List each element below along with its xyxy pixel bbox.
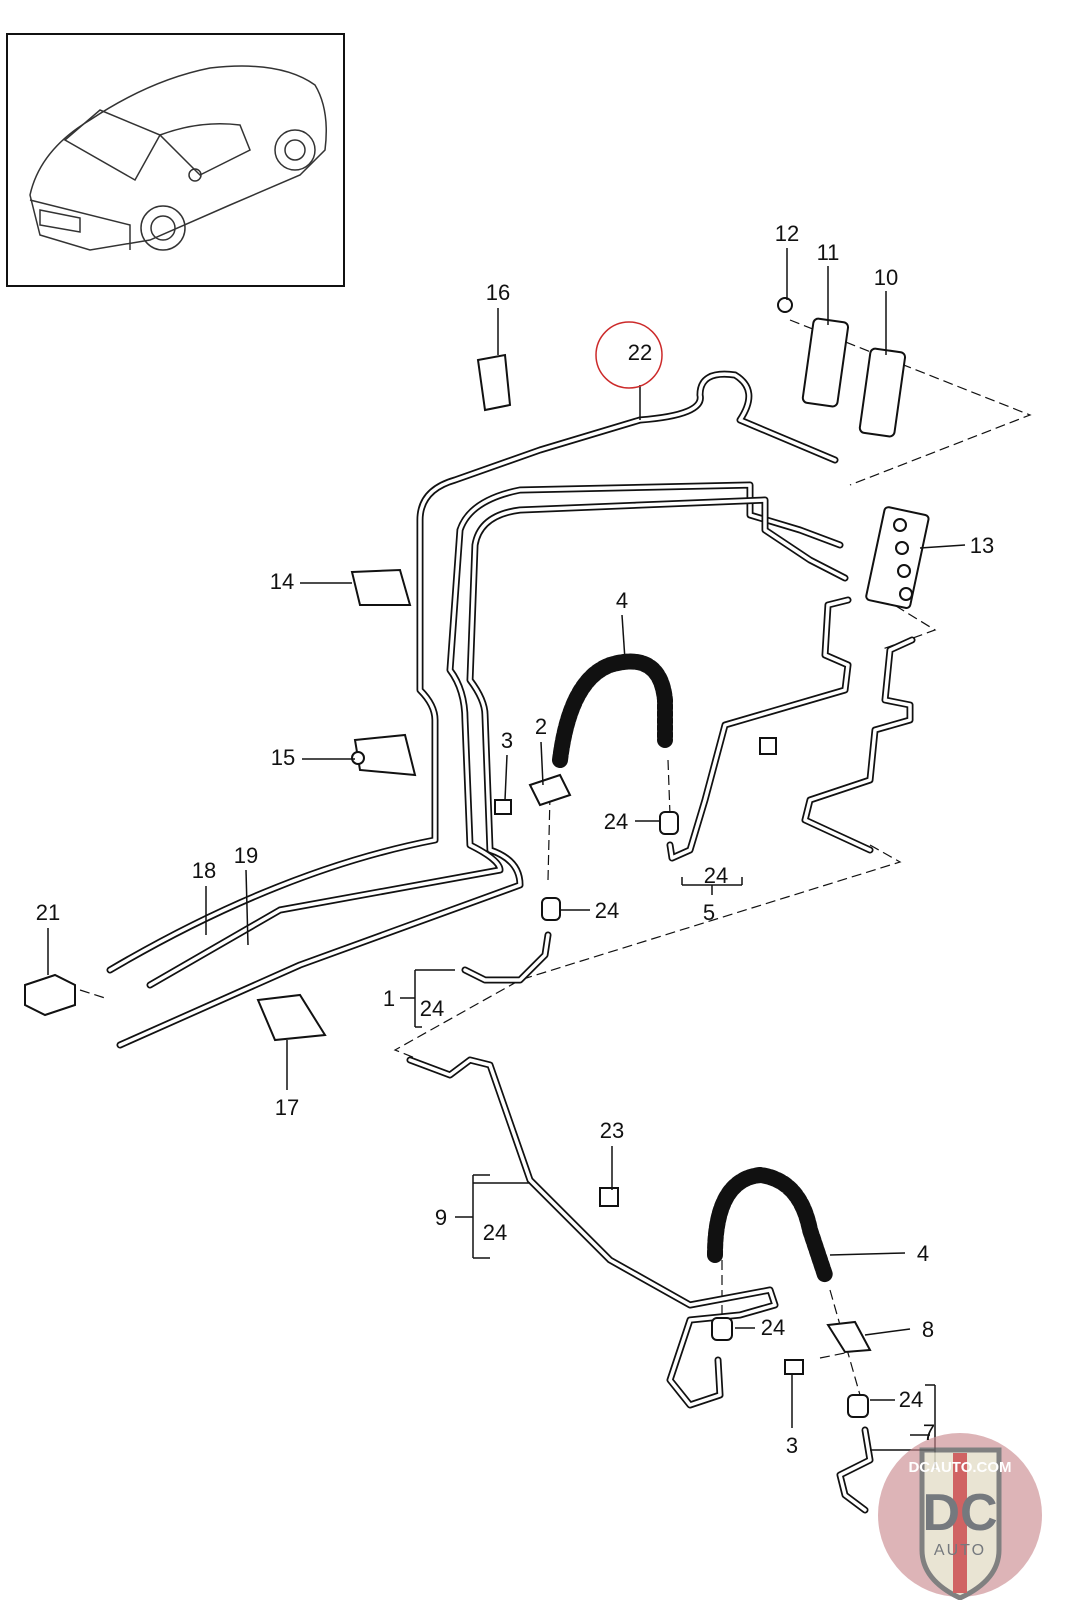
callout-24[interactable]: 24: [704, 863, 728, 888]
leader-lines: [47, 248, 966, 1470]
watermark-word: AUTO: [934, 1542, 986, 1559]
vehicle-thumbnail: [6, 33, 345, 287]
assembly-guide-lines: [79, 319, 1032, 1396]
callout-24[interactable]: 24: [595, 898, 619, 923]
gasket-10: [858, 347, 907, 438]
bolt-3: [494, 799, 512, 815]
callout-24[interactable]: 24: [420, 996, 444, 1021]
nut-12: [777, 297, 793, 313]
callout-16[interactable]: 16: [486, 280, 510, 305]
clip-14: [350, 568, 412, 606]
callout-2[interactable]: 2: [535, 714, 547, 739]
callout-3[interactable]: 3: [501, 728, 513, 753]
callout-23[interactable]: 23: [600, 1118, 624, 1143]
callout-24[interactable]: 24: [761, 1315, 785, 1340]
callout-15[interactable]: 15: [271, 745, 295, 770]
callout-18[interactable]: 18: [192, 858, 216, 883]
callout-5[interactable]: 5: [703, 900, 715, 925]
callout-24[interactable]: 24: [483, 1220, 507, 1245]
callout-9[interactable]: 9: [435, 1205, 447, 1230]
watermark-letters: DC: [922, 1484, 997, 1542]
callout-4[interactable]: 4: [616, 588, 628, 613]
callout-24[interactable]: 24: [899, 1387, 923, 1412]
callout-12[interactable]: 12: [775, 221, 799, 246]
callout-24[interactable]: 24: [604, 809, 628, 834]
bracket-8: [826, 1320, 872, 1354]
callout-1[interactable]: 1: [383, 986, 395, 1011]
clip-17: [256, 993, 327, 1042]
callout-7[interactable]: 7: [923, 1420, 935, 1445]
callout-13[interactable]: 13: [970, 533, 994, 558]
callout-3[interactable]: 3: [786, 1433, 798, 1458]
distributor-13: [865, 506, 930, 609]
callout-4[interactable]: 4: [917, 1241, 929, 1266]
brake-pipes: [106, 370, 916, 1514]
callout-11[interactable]: 11: [817, 240, 840, 265]
callout-17[interactable]: 17: [275, 1095, 299, 1120]
callout-21[interactable]: 21: [36, 900, 60, 925]
clip-16: [476, 353, 512, 412]
callout-22[interactable]: 22: [628, 340, 652, 365]
gasket-11: [801, 317, 850, 408]
highlight-ring: [595, 321, 663, 389]
dcauto-watermark-logo: DCAUTO.COM DC AUTO: [878, 1433, 1042, 1600]
block-21: [24, 973, 76, 1017]
callout-19[interactable]: 19: [234, 843, 258, 868]
callout-10[interactable]: 10: [874, 265, 898, 290]
callout-labels: 12 11 10 16 22 13 14 4 3 2 15 24 24 5 19…: [36, 221, 994, 1458]
callout-14[interactable]: 14: [270, 569, 294, 594]
bracket-2: [528, 773, 572, 807]
callout-8[interactable]: 8: [922, 1317, 934, 1342]
hardware-parts: [24, 297, 930, 1418]
watermark-url: DCAUTO.COM: [908, 1459, 1011, 1476]
